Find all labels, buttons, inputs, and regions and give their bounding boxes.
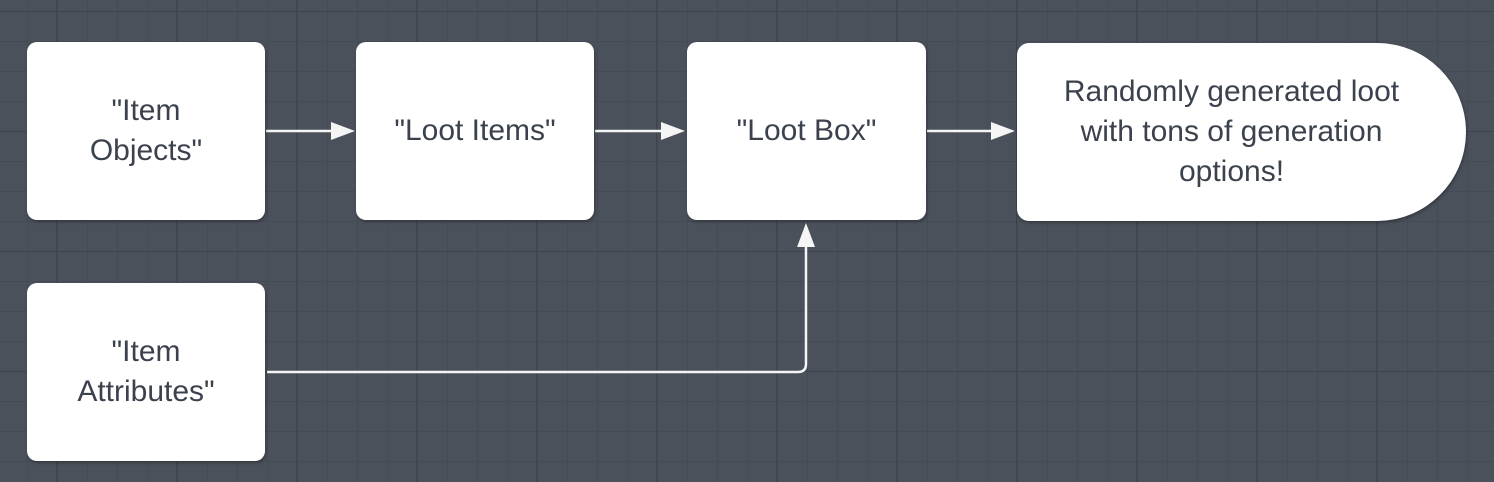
- node-item-objects-label: "Item Objects": [89, 94, 203, 167]
- node-item-attributes-label: "Item Attributes": [77, 335, 215, 408]
- node-loot-box-label: "Loot Box": [736, 114, 877, 147]
- node-loot-items-label: "Loot Items": [394, 114, 556, 147]
- connector-loot-items-to-loot-box[interactable]: [595, 122, 685, 140]
- node-loot-items[interactable]: "Loot Items": [356, 42, 594, 220]
- arrowhead-right-icon: [991, 122, 1015, 140]
- connector-loot-box-to-result[interactable]: [927, 122, 1015, 140]
- node-result-label: Randomly generated loot with tons of gen…: [1063, 75, 1400, 188]
- arrowhead-right-icon: [331, 122, 355, 140]
- connector-item-attributes-to-loot-box[interactable]: [267, 223, 815, 374]
- connector-item-objects-to-loot-items[interactable]: [266, 122, 355, 140]
- node-item-attributes[interactable]: "Item Attributes": [27, 283, 265, 461]
- node-loot-box[interactable]: "Loot Box": [687, 42, 926, 220]
- arrowhead-right-icon: [661, 122, 685, 140]
- node-result[interactable]: Randomly generated loot with tons of gen…: [1017, 43, 1466, 221]
- arrowhead-up-icon: [797, 223, 815, 247]
- node-item-objects[interactable]: "Item Objects": [27, 42, 265, 220]
